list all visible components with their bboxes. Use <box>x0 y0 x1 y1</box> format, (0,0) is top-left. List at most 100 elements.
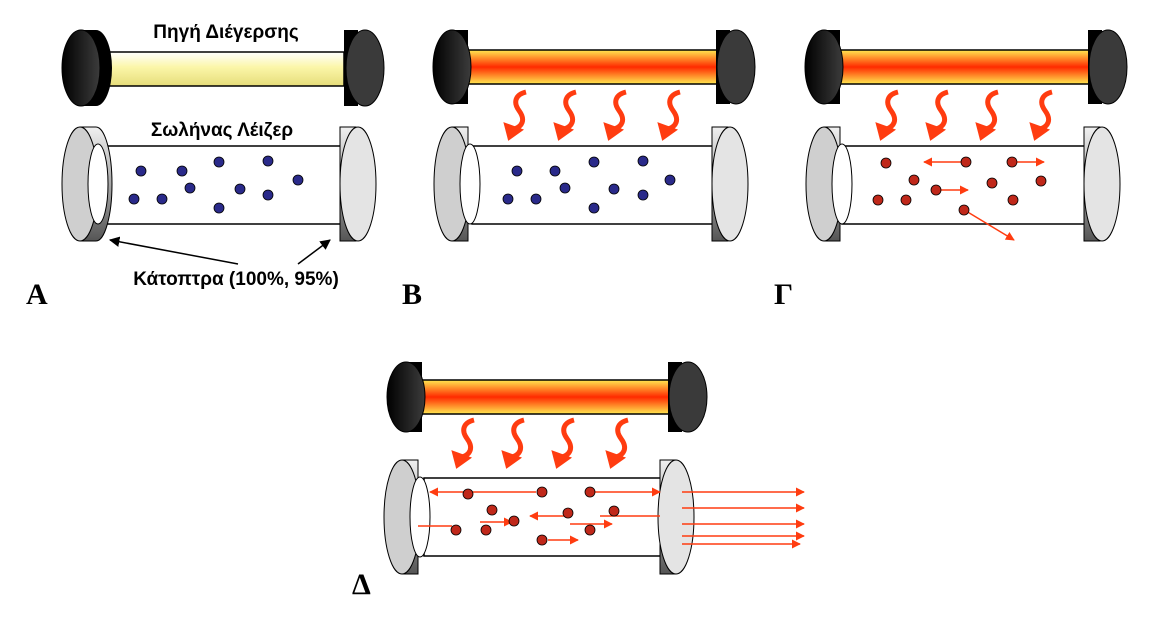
atom-dot-icon <box>213 156 225 168</box>
lamp-end-cap-right <box>668 361 708 433</box>
atom-dot-icon <box>213 202 225 214</box>
lamp-tube <box>89 51 345 87</box>
panel-b: Β <box>402 29 756 311</box>
atom-dot-icon <box>486 504 498 516</box>
wavy-arrow-icon <box>446 416 484 472</box>
atom-dot-icon <box>511 165 523 177</box>
atom-dot-icon <box>608 505 620 517</box>
excitation-lamp <box>61 29 385 107</box>
atom-dot-icon <box>584 524 596 536</box>
atom-dot-icon <box>1035 175 1047 187</box>
atom-dot-icon <box>637 155 649 167</box>
atom-dot-icon <box>450 524 462 536</box>
panel-d: Δ <box>352 361 805 601</box>
wavy-arrow-icon <box>498 88 536 144</box>
atom-dot-icon <box>960 156 972 168</box>
wavy-arrow-icon <box>870 88 908 144</box>
mirror-right <box>657 459 695 575</box>
lamp-tube <box>461 49 719 85</box>
excitation-source-label: Πηγή Διέγερσης <box>153 22 299 43</box>
wavy-arrow-icon <box>652 88 690 144</box>
atom-dot-icon <box>480 524 492 536</box>
atom-dot-icon <box>536 534 548 546</box>
atoms-excited <box>872 156 1047 216</box>
atom-dot-icon <box>880 157 892 169</box>
panel-c: Γ <box>774 29 1128 311</box>
excitation-lamp <box>432 29 756 105</box>
atom-dot-icon <box>508 515 520 527</box>
atom-dot-icon <box>588 202 600 214</box>
mirror-right <box>339 126 377 242</box>
wavy-arrow-icon <box>496 416 534 472</box>
panel-letter-c: Γ <box>774 278 793 311</box>
atom-dot-icon <box>262 189 274 201</box>
atom-dot-icon <box>530 193 542 205</box>
atom-dot-icon <box>559 182 571 194</box>
atom-dot-icon <box>908 174 920 186</box>
lamp-end-cap-left <box>804 29 844 105</box>
atom-dot-icon <box>462 488 474 500</box>
excitation-lamp <box>386 361 708 433</box>
pump-arrows <box>498 88 690 144</box>
atom-dot-icon <box>872 194 884 206</box>
atom-dot-icon <box>958 204 970 216</box>
atom-dot-icon <box>184 182 196 194</box>
atom-dot-icon <box>1006 156 1018 168</box>
wavy-arrow-icon <box>1024 88 1062 144</box>
photon-arrows <box>418 487 661 545</box>
wavy-arrow-icon <box>600 416 638 472</box>
atom-dot-icon <box>135 165 147 177</box>
wavy-arrow-icon <box>970 88 1008 144</box>
mirror-right <box>1083 126 1121 242</box>
atom-dot-icon <box>502 193 514 205</box>
laser-tube <box>61 126 377 242</box>
lamp-end-cap-left-face <box>61 29 101 107</box>
wavy-arrow-icon <box>920 88 958 144</box>
atom-dot-icon <box>900 194 912 206</box>
atom-dot-icon <box>986 177 998 189</box>
mirror-pointer-right <box>297 239 331 265</box>
lamp-end-cap-right <box>1088 29 1128 105</box>
pump-arrows <box>870 88 1062 144</box>
lamp-end-cap-right <box>716 29 756 105</box>
atoms-excited <box>450 486 620 546</box>
photon-arrows <box>923 157 1045 241</box>
lamp-end-cap-right <box>345 29 385 107</box>
mirror-pointer-left <box>108 236 239 265</box>
wavy-arrow-icon <box>598 88 636 144</box>
atom-dot-icon <box>562 507 574 519</box>
atoms-ground <box>502 155 676 214</box>
atom-dot-icon <box>588 156 600 168</box>
excitation-lamp <box>804 29 1128 105</box>
panel-letter-d: Δ <box>352 568 371 601</box>
atom-dot-icon <box>930 184 942 196</box>
mirrors-label: Κάτοπτρα (100%, 95%) <box>133 269 339 290</box>
atom-dot-icon <box>1007 194 1019 206</box>
atom-dot-icon <box>176 165 188 177</box>
laser-tube-label: Σωλήνας Λέιζερ <box>151 120 294 141</box>
atom-dot-icon <box>664 174 676 186</box>
atom-dot-icon <box>128 193 140 205</box>
lamp-tube <box>409 379 671 415</box>
atom-dot-icon <box>262 155 274 167</box>
panel-letter-a: Α <box>26 278 48 311</box>
lamp-end-cap-left <box>386 361 426 433</box>
laser-tube <box>433 126 749 242</box>
atom-dot-icon <box>549 165 561 177</box>
atoms-ground <box>128 155 304 214</box>
atom-dot-icon <box>234 183 246 195</box>
wavy-arrow-icon <box>546 416 584 472</box>
atom-dot-icon <box>292 174 304 186</box>
wavy-arrow-icon <box>548 88 586 144</box>
atom-dot-icon <box>584 486 596 498</box>
output-beam <box>682 487 805 549</box>
laser-tube <box>805 126 1121 242</box>
mirror-right <box>711 126 749 242</box>
panel-letter-b: Β <box>402 278 422 311</box>
lamp-tube <box>833 49 1091 85</box>
atom-dot-icon <box>608 183 620 195</box>
panel-a: Πηγή Διέγερσης Σωλήνας Λέιζερ <box>26 22 385 311</box>
laser-tube <box>383 459 695 575</box>
atom-dot-icon <box>156 193 168 205</box>
